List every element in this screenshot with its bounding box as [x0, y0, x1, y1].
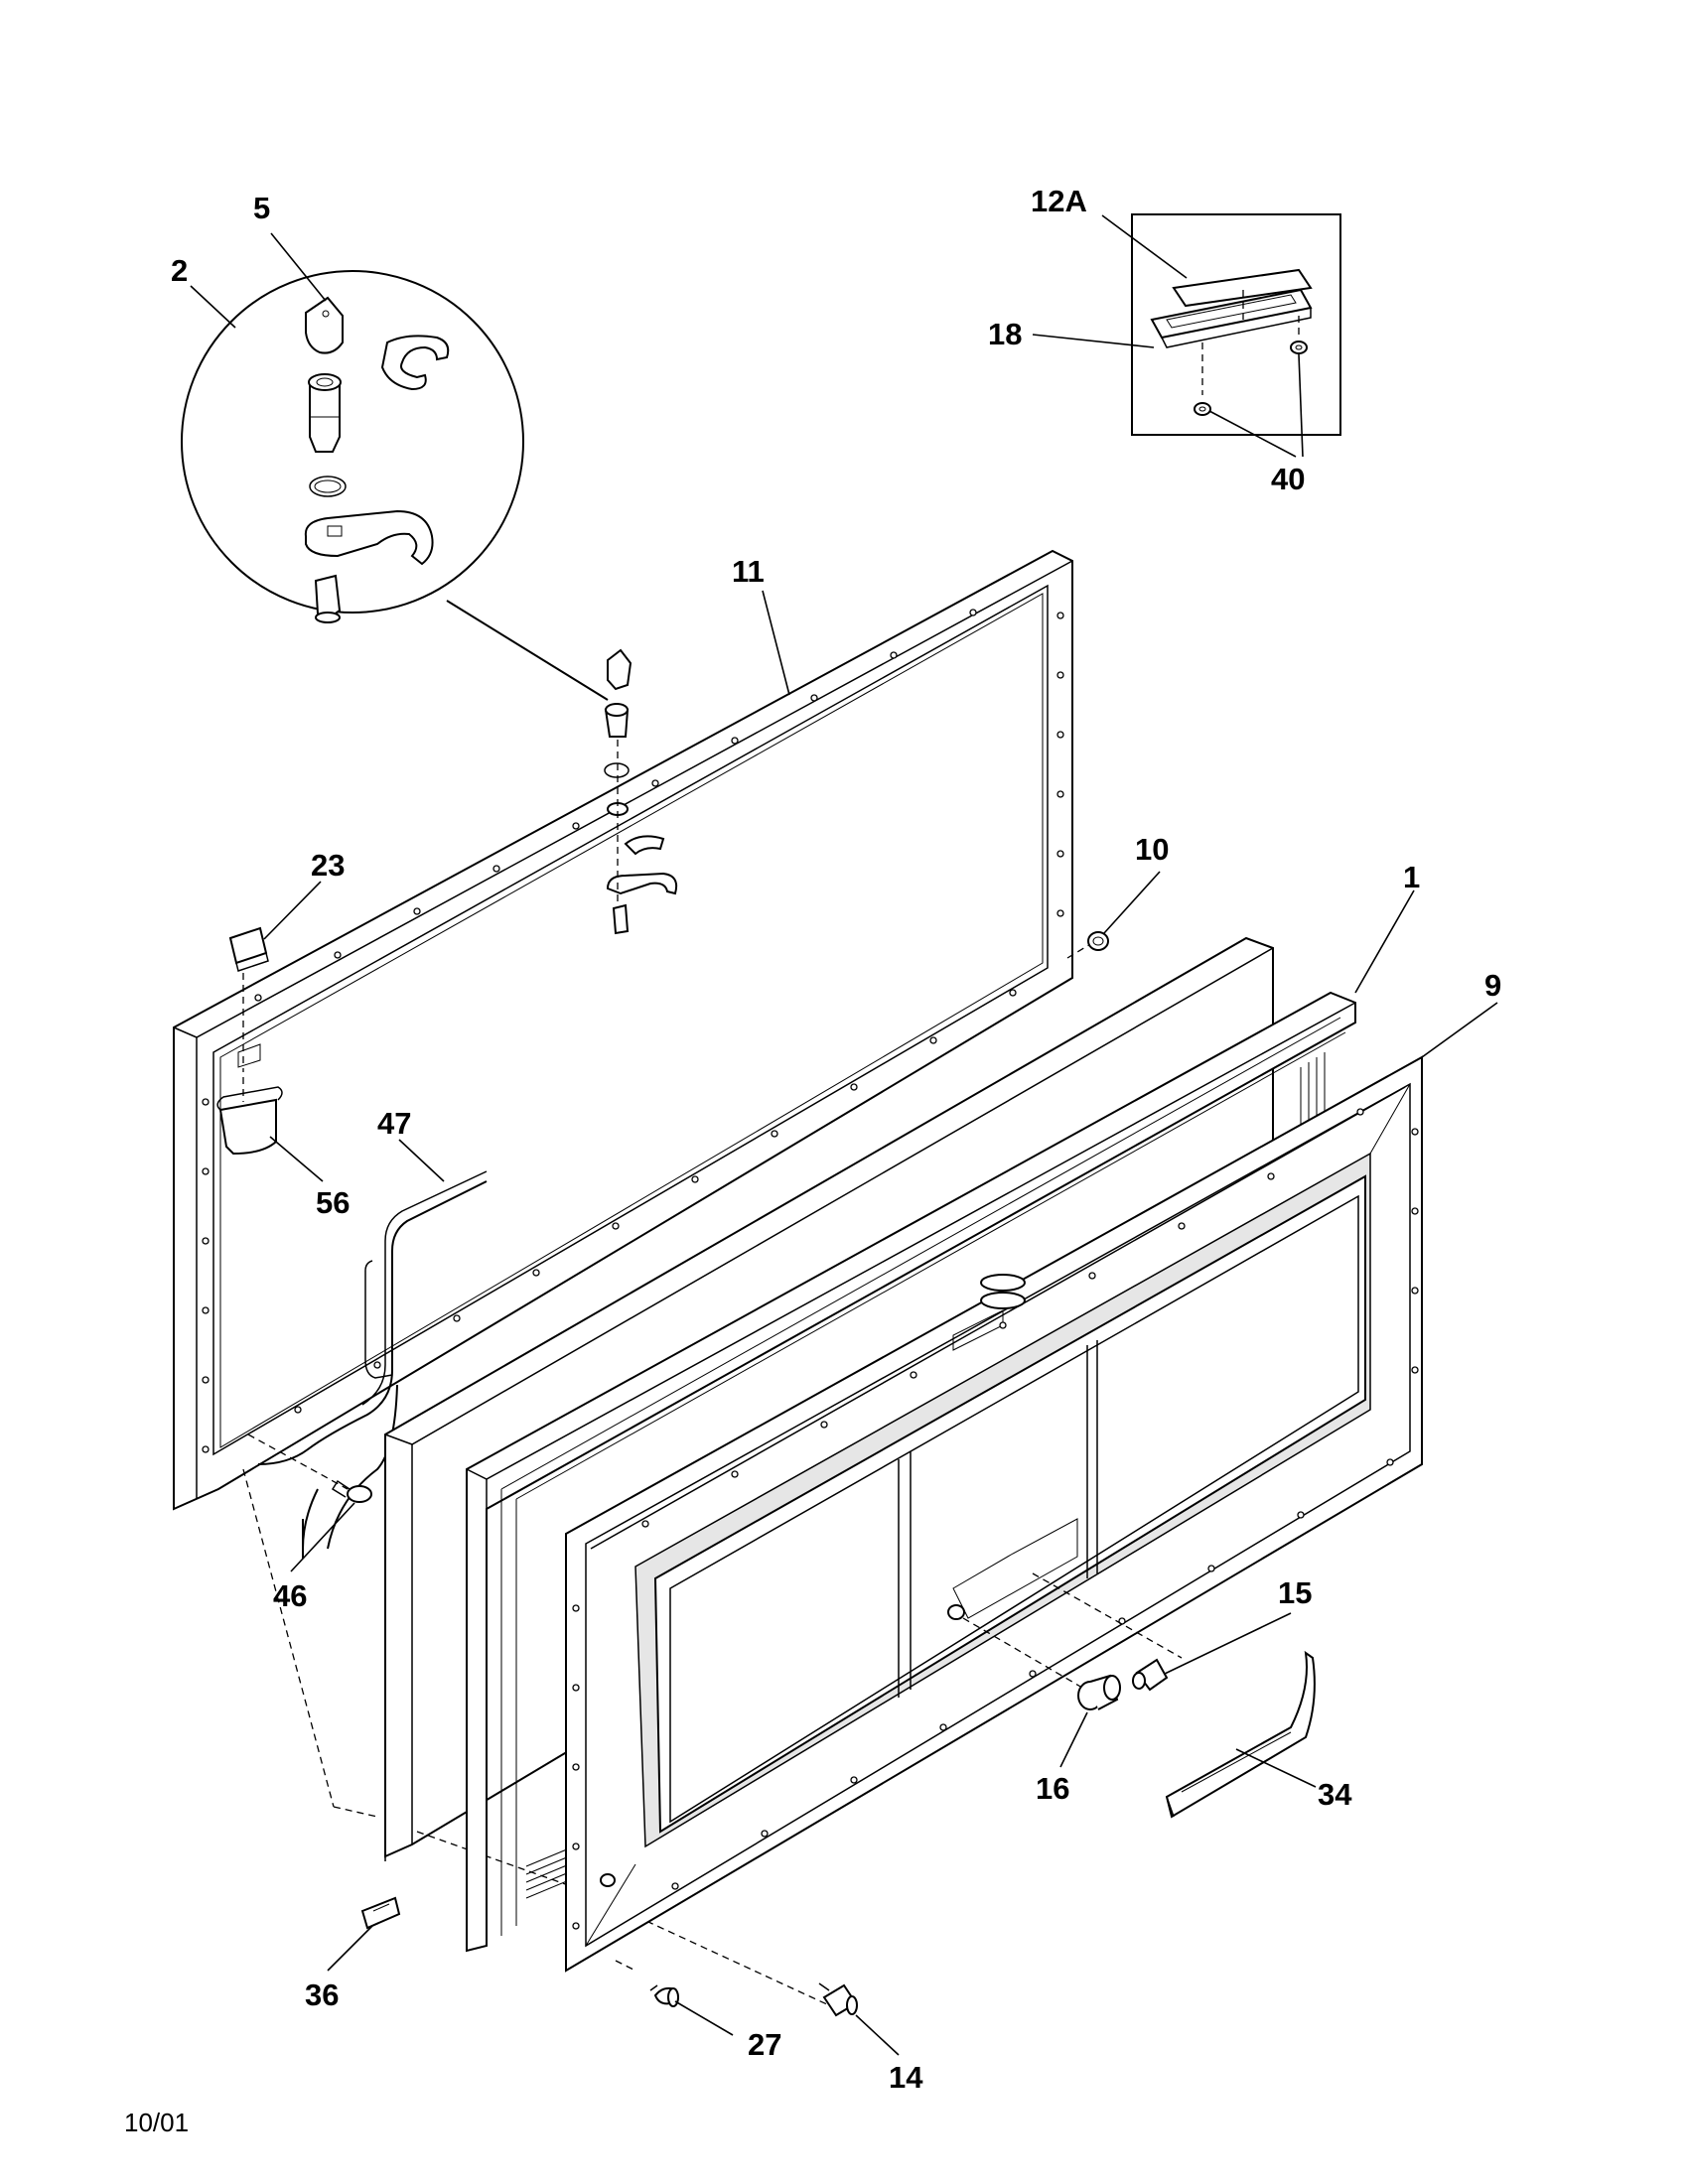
handle-detail-box: [1131, 213, 1341, 436]
door-gasket: [466, 991, 1356, 1953]
callout-11: 11: [732, 554, 765, 589]
callout-12a: 12A: [1031, 184, 1087, 218]
inner-liner-frame: [173, 549, 1073, 1511]
part-46: [247, 1433, 372, 1503]
part-14: [818, 1982, 858, 2017]
frame-holes: [202, 609, 1064, 1453]
part-16: [1077, 1674, 1121, 1710]
outer-door-panel: [565, 1055, 1423, 1973]
detail-leader-line: [446, 600, 609, 701]
part-34: [1165, 1650, 1316, 1819]
callout-2: 2: [171, 253, 188, 288]
callout-56: 56: [316, 1185, 350, 1220]
callout-labels: 5 2 12A 18 40 11 10 1 9 23 56 47 46 15 3…: [171, 184, 1501, 2095]
callout-1: 1: [1403, 860, 1420, 894]
part-10: [1066, 931, 1109, 959]
part-27: [649, 1984, 679, 2007]
door-interior-details: [947, 1518, 1183, 1689]
callout-27: 27: [748, 2027, 781, 2062]
lock-assembly-detail: [181, 270, 524, 623]
part-15: [1132, 1658, 1169, 1692]
callout-9: 9: [1484, 968, 1501, 1003]
callout-14: 14: [889, 2060, 923, 2095]
projection-line: [242, 1468, 335, 1808]
callout-16: 16: [1036, 1771, 1069, 1806]
callout-18: 18: [988, 317, 1022, 351]
callout-46: 46: [273, 1578, 307, 1613]
callout-15: 15: [1278, 1575, 1312, 1610]
callout-40: 40: [1271, 462, 1305, 496]
leader-lines: [190, 214, 1498, 2056]
date-code: 10/01: [124, 2108, 189, 2137]
lock-parts-installed: [604, 648, 678, 935]
part-23: [228, 926, 269, 1072]
callout-10: 10: [1135, 832, 1169, 867]
callout-23: 23: [311, 848, 345, 883]
part-47: [257, 1170, 488, 1559]
callout-5: 5: [253, 191, 270, 225]
callout-34: 34: [1318, 1777, 1352, 1812]
callout-47: 47: [377, 1106, 411, 1141]
door-holes: [572, 1108, 1419, 1930]
callout-36: 36: [305, 1978, 339, 2012]
part-36: [360, 1896, 401, 1930]
